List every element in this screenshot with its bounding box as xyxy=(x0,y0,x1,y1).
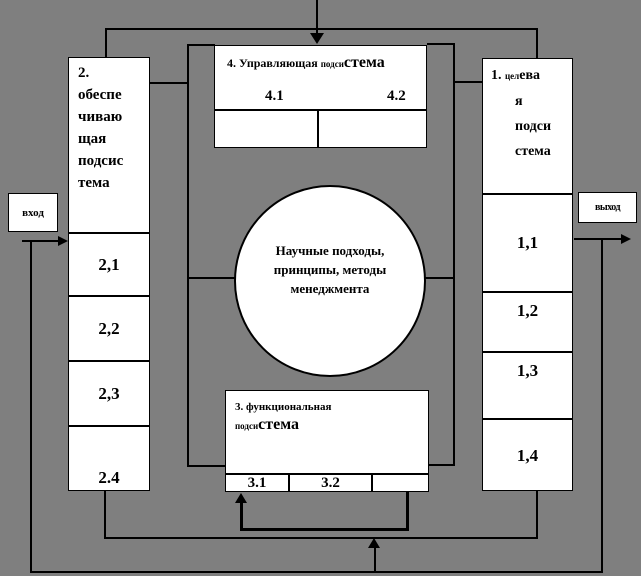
divider xyxy=(483,351,572,353)
support-cell: 2.4 xyxy=(98,468,120,487)
goal-cell: 1,1 xyxy=(516,233,539,252)
outer-loop-left xyxy=(30,240,32,573)
goal-cell: 1,2 xyxy=(516,301,539,320)
goal-subsystem-title: 1. целева я подси стема xyxy=(491,68,552,159)
functional-subsystem-box: 3. функциональная подсистема 3.1 3.2 xyxy=(225,390,429,492)
arrow-right-icon xyxy=(58,236,68,246)
bottom-up-line xyxy=(374,547,376,572)
box1-bottom-drop xyxy=(536,491,538,539)
right-bus-to-box3 xyxy=(426,464,455,466)
control-cell-label: 4.2 xyxy=(387,88,406,104)
arrow-right-icon xyxy=(621,234,631,244)
support-cell: 2,3 xyxy=(98,383,120,403)
top-connector-right-drop xyxy=(536,28,538,59)
box3-feedback-bottom xyxy=(240,528,409,531)
functional-subsystem-title: 3. функциональная подсистема xyxy=(235,401,332,433)
center-circle: Научные подходы, принципы, методы менедж… xyxy=(234,185,426,377)
circle-text-line: принципы, методы xyxy=(273,262,387,277)
functional-cell: 3.1 xyxy=(247,474,267,491)
arrow-up-icon xyxy=(235,493,247,503)
box4-to-right-bus xyxy=(427,43,455,45)
box2-bottom-drop xyxy=(104,491,106,539)
divider xyxy=(317,109,319,147)
control-cell-label: 4.1 xyxy=(265,88,284,104)
goal-subsystem-box: 1. целева я подси стема 1,1 1,2 1,3 1,4 xyxy=(482,58,573,491)
divider xyxy=(483,193,572,195)
outer-loop-bottom xyxy=(30,571,603,573)
top-connector-line xyxy=(105,28,538,30)
right-bus-line xyxy=(453,43,455,466)
box3-feedback-right-drop xyxy=(406,492,409,531)
lower-connector-line xyxy=(104,537,538,539)
output-arrow-line xyxy=(574,238,623,240)
box3-feedback-left-rise xyxy=(240,502,243,531)
left-bus-line xyxy=(187,44,189,467)
divider xyxy=(483,418,572,420)
output-label: выход xyxy=(594,202,621,213)
left-bus-to-box3 xyxy=(187,465,226,467)
divider xyxy=(69,425,149,427)
top-input-line xyxy=(316,0,318,36)
control-subsystem-box: 4. Управляющая подсистема 4.1 4.2 xyxy=(214,45,427,148)
goal-cell: 1,4 xyxy=(516,446,539,465)
arrow-down-icon xyxy=(310,33,324,44)
circle-text-line: Научные подходы, xyxy=(275,243,385,258)
right-bus-to-box1 xyxy=(453,81,483,83)
top-connector-left-drop xyxy=(105,28,107,58)
support-subsystem-box: 2. обеспе чиваю щая подсис тема 2,1 2,2 … xyxy=(68,57,150,491)
circle-to-right-bus xyxy=(424,277,454,279)
divider xyxy=(215,109,426,111)
divider xyxy=(69,295,149,297)
control-subsystem-title: 4. Управляющая подсистема xyxy=(227,54,385,71)
input-arrow-line xyxy=(22,240,60,242)
outer-loop-right xyxy=(601,238,603,573)
divider xyxy=(226,473,428,475)
input-box: вход xyxy=(8,193,58,232)
left-bus-to-circle xyxy=(188,277,236,279)
input-label: вход xyxy=(22,206,44,219)
divider xyxy=(371,473,373,491)
output-box: выход xyxy=(578,192,637,223)
divider xyxy=(69,232,149,234)
arrow-up-icon xyxy=(368,538,380,548)
goal-cell: 1,3 xyxy=(516,361,539,380)
box2-to-left-bus xyxy=(150,82,189,84)
support-subsystem-title: 2. обеспе чиваю щая подсис тема xyxy=(78,65,124,191)
divider xyxy=(288,473,290,491)
divider xyxy=(69,360,149,362)
divider xyxy=(483,291,572,293)
functional-cell xyxy=(373,475,428,491)
functional-cell: 3.2 xyxy=(321,474,340,491)
circle-text-line: менеджмента xyxy=(290,281,370,296)
support-cell: 2,1 xyxy=(98,254,120,274)
left-bus-to-box4 xyxy=(187,44,215,46)
support-cell: 2,2 xyxy=(98,318,120,338)
